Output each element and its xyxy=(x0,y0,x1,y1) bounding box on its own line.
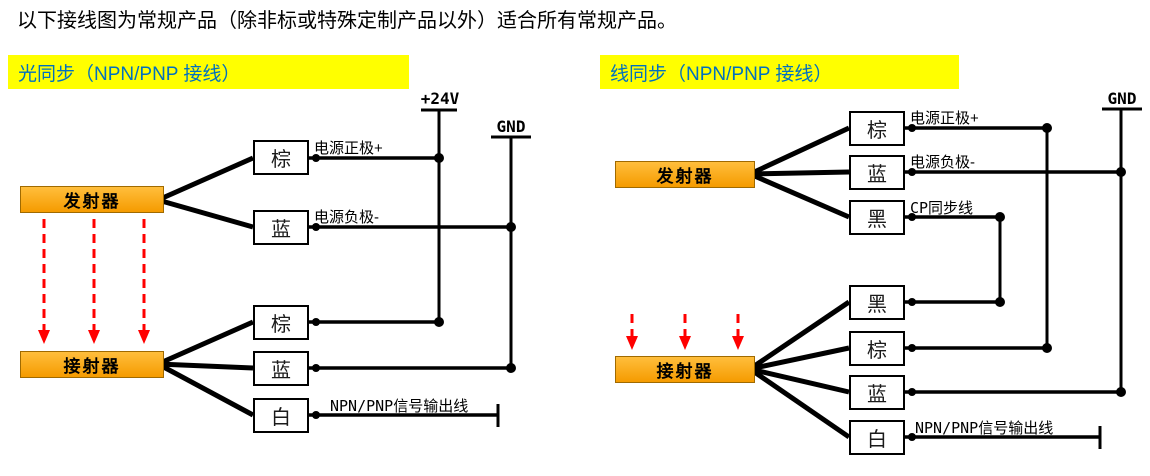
left-rx-terminal-brown: 棕 xyxy=(253,305,309,340)
left-rx-terminal-blue: 蓝 xyxy=(253,351,309,386)
junction-dot xyxy=(1116,387,1126,397)
junction-dot xyxy=(434,153,444,163)
fanout-wire xyxy=(749,169,850,177)
junction-dot xyxy=(995,212,1005,222)
right-receiver-wires xyxy=(905,300,1121,449)
junction-dot xyxy=(506,363,516,373)
right-tx-terminal-brown: 棕 xyxy=(849,111,905,146)
rail-label-24v: +24V xyxy=(420,89,460,108)
wire-bullet xyxy=(312,411,320,419)
right-sync-arrows xyxy=(626,314,744,350)
left-label-power-negative: 电源负极- xyxy=(314,209,379,226)
left-receiver-box: 接射器 xyxy=(20,351,164,378)
fanout-wire xyxy=(157,197,254,230)
right-label-cp-sync: CP同步线 xyxy=(910,199,974,217)
wire-bullet xyxy=(908,213,916,221)
right-label-signal-output: NPN/PNP信号输出线 xyxy=(915,419,1054,437)
junction-dot xyxy=(506,222,516,232)
sync-arrow-head-icon xyxy=(626,336,638,350)
left-label-power-positive: 电源正极+ xyxy=(314,140,383,157)
right-receiver-fanout xyxy=(748,299,851,440)
right-tx-terminal-black: 黑 xyxy=(849,200,905,235)
left-transmitter-fanout xyxy=(156,155,255,230)
wire-bullet xyxy=(312,364,320,372)
right-rx-terminal-white: 白 xyxy=(849,420,905,455)
junction-dot xyxy=(1116,167,1126,177)
left-junction-dots xyxy=(312,153,516,419)
fanout-wire xyxy=(156,155,255,203)
left-panel-header-label: 光同步（NPN/PNP 接线） xyxy=(18,63,241,85)
left-sync-arrows xyxy=(38,219,150,344)
fanout-wire xyxy=(749,366,850,395)
fanout-wire xyxy=(156,361,255,418)
left-transmitter-box: 发射器 xyxy=(20,186,164,213)
left-transmitter-wires xyxy=(309,156,511,229)
right-receiver-box: 接射器 xyxy=(615,356,755,383)
fanout-wire xyxy=(749,345,850,372)
left-receiver-fanout xyxy=(156,319,255,418)
wire-bullet xyxy=(908,124,916,132)
wire-bullet xyxy=(908,388,916,396)
sync-arrow-head-icon xyxy=(732,336,744,350)
wire-bullet xyxy=(908,344,916,352)
right-rx-terminal-brown: 棕 xyxy=(849,331,905,366)
left-rail-24v xyxy=(421,108,457,322)
sync-arrow-head-icon xyxy=(138,330,150,344)
fanout-wire xyxy=(748,299,851,372)
junction-dot xyxy=(434,317,444,327)
left-receiver-wires xyxy=(309,320,511,427)
right-rail-gnd xyxy=(1102,107,1142,392)
right-transmitter-box: 发射器 xyxy=(615,161,755,188)
right-label-power-positive: 电源正极+ xyxy=(910,110,979,127)
page-title: 以下接线图为常规产品（除非标或特殊定制产品以外）适合所有常规产品。 xyxy=(17,10,677,32)
wire-bullet xyxy=(908,168,916,176)
fanout-wire xyxy=(748,366,851,440)
sync-arrow-head-icon xyxy=(88,330,100,344)
fanout-wire xyxy=(157,361,254,371)
right-junction-dots xyxy=(908,123,1126,441)
right-panel-header-label: 线同步（NPN/PNP 接线） xyxy=(610,63,833,85)
right-transmitter-fanout xyxy=(748,125,851,220)
fanout-wire xyxy=(156,319,255,367)
left-tx-terminal-brown: 棕 xyxy=(253,140,309,175)
right-transmitter-wires xyxy=(905,126,1121,219)
junction-dot xyxy=(1042,123,1052,133)
wire-bullet xyxy=(908,298,916,306)
left-label-signal-output: NPN/PNP信号输出线 xyxy=(330,397,469,415)
wire-bullet xyxy=(908,433,916,441)
wire-bullet xyxy=(312,154,320,162)
rail-label-gnd: GND xyxy=(496,117,526,136)
left-rail-gnd xyxy=(491,135,531,368)
right-rx-terminal-black: 黑 xyxy=(849,285,905,320)
fanout-wire xyxy=(748,125,851,177)
right-panel-header: 线同步（NPN/PNP 接线） xyxy=(600,55,959,89)
sync-arrow-head-icon xyxy=(679,336,691,350)
fanout-wire xyxy=(749,171,850,220)
rail-label-gnd-right: GND xyxy=(1107,89,1137,108)
left-tx-terminal-blue: 蓝 xyxy=(253,210,309,245)
junction-dot xyxy=(995,297,1005,307)
right-rx-terminal-blue: 蓝 xyxy=(849,375,905,410)
wire-bullet xyxy=(312,223,320,231)
left-panel-header: 光同步（NPN/PNP 接线） xyxy=(8,55,409,89)
sync-arrow-head-icon xyxy=(38,330,50,344)
junction-dot xyxy=(1042,343,1052,353)
left-rx-terminal-white: 白 xyxy=(253,398,309,433)
right-tx-terminal-blue: 蓝 xyxy=(849,155,905,190)
wire-bullet xyxy=(312,318,320,326)
right-label-power-negative: 电源负极- xyxy=(910,154,975,171)
